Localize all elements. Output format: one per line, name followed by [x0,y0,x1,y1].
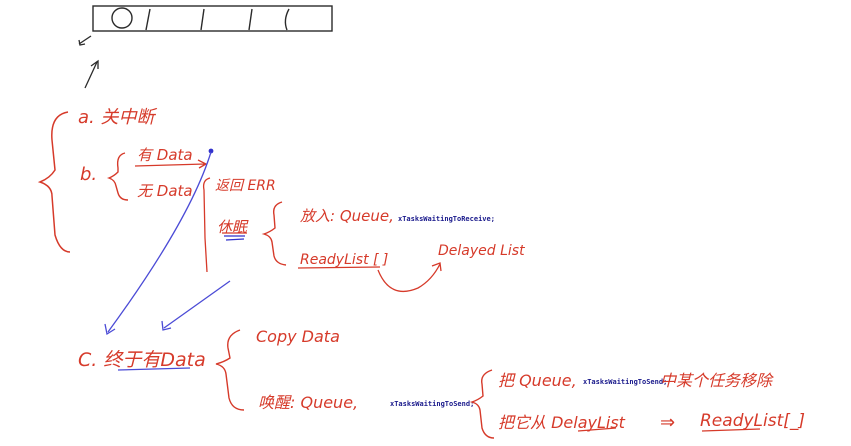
delaylist-underline [577,427,617,432]
step-a-label: a. 关中断 [78,107,157,128]
delayed-list-label: Delayed List [438,243,525,259]
sleep-underline [224,235,245,241]
arrowhead [78,39,86,46]
up-arrows [78,35,99,89]
arrow-to-symbol: ⇒ [660,412,675,433]
jump-point [208,148,214,154]
ready-list-label: ReadyList [ ] [300,252,388,268]
waiting-receive-code: xTasksWaitingToReceive; [398,215,495,223]
queue-box [92,5,333,32]
copy-data-label: Copy Data [256,327,340,346]
step-b-label: b. [80,164,97,185]
no-data-brace [202,177,211,273]
has-data-arrow [134,159,208,169]
sleep-brace [261,201,287,266]
wake-label: 唤醒: Queue, [258,393,358,412]
outer-brace [37,111,71,253]
to-delayed-arrow [377,262,442,293]
queue-slot-divider [284,8,290,31]
arrowhead [90,59,99,69]
blue-arrowhead-short [161,320,172,331]
arrow-line [84,61,98,89]
step-c-brace [215,329,245,411]
queue-slot-divider [248,8,253,31]
queue-slot-divider [145,8,151,31]
wake-brace [469,369,495,439]
step-b-brace [106,152,129,201]
return-err-label: 返回 ERR [215,178,276,194]
waiting-send-code-2: xTasksWaitingToSend; [583,378,667,386]
waiting-send-code: xTasksWaitingToSend; [390,400,474,408]
arrow-line [78,35,92,45]
move-from-delaylist-label: 把它从 DelayList [498,413,626,432]
sleep-label: 休眠 [217,218,249,236]
queue-slot-item [111,7,133,29]
queue-outline [92,5,333,32]
ready-list-2-label: ReadyList[_] [700,411,805,431]
ready-list-underline [297,266,381,269]
take-from-queue-label: 把 Queue, [498,371,577,390]
queue-slot-divider [200,8,205,31]
no-data-label: 无 Data [137,182,193,200]
ready-list-2-underline [701,428,761,432]
blue-arrow-long [107,151,212,333]
blue-arrow-short [163,280,231,329]
remove-task-label: 中某个任务移除 [660,371,774,390]
has-data-label: 有 Data [137,146,193,164]
put-in-queue-label: 放入: Queue, [300,207,394,225]
step-c-underline [117,367,191,371]
blue-arrowhead-long [104,323,116,336]
step-c-label: C. 终于有Data [78,349,206,371]
